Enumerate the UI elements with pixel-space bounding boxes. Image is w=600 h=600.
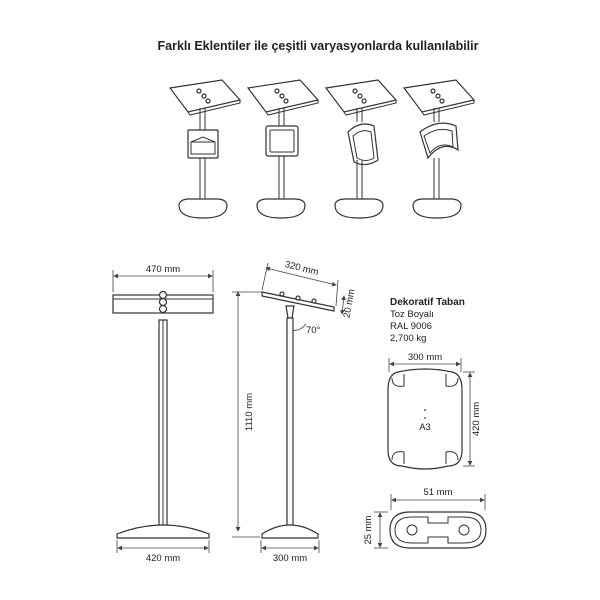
variation-curved-holder xyxy=(402,79,476,219)
dim-profile-depth: 25 mm xyxy=(363,515,374,544)
profile-section: 51 mm 25 mm xyxy=(363,487,487,549)
page-title: Farklı Eklentiler ile çeşitli varyasyonl… xyxy=(158,39,479,53)
variation-frame-holder xyxy=(246,79,320,219)
dim-side-base: 300 mm xyxy=(273,553,307,564)
dim-angle: 70° xyxy=(306,325,321,336)
base-name: Dekoratif Taban xyxy=(390,297,465,308)
dim-base-depth: 420 mm xyxy=(471,402,482,436)
base-top-view: 300 mm A3 420 mm xyxy=(387,352,482,470)
side-view: 320 mm 20 mm 70° 1110 mm 300 mm xyxy=(232,259,357,564)
dim-side-top: 320 mm xyxy=(284,259,320,278)
dim-front-width: 470 mm xyxy=(146,264,180,275)
front-view: 470 mm 420 mm xyxy=(112,264,214,564)
clip-knobs-front xyxy=(158,290,168,314)
base-color: RAL 9006 xyxy=(390,321,432,332)
variation-tilted-frame xyxy=(324,79,398,219)
variation-brochure-holder xyxy=(168,79,242,219)
clip-knobs xyxy=(196,88,211,104)
dim-profile-width: 51 mm xyxy=(423,487,452,498)
dim-height: 1110 mm xyxy=(244,393,255,431)
dim-base-width: 300 mm xyxy=(408,352,442,363)
dim-side-thickness: 20 mm xyxy=(342,288,358,319)
base-label: A3 xyxy=(419,422,431,433)
base-finish: Toz Boyalı xyxy=(390,309,434,320)
clip-knobs-side xyxy=(279,291,317,304)
base-info: Dekoratif Taban Toz Boyalı RAL 9006 2,70… xyxy=(390,297,465,344)
dim-front-base: 420 mm xyxy=(146,553,180,564)
base-weight: 2,700 kg xyxy=(390,333,426,344)
